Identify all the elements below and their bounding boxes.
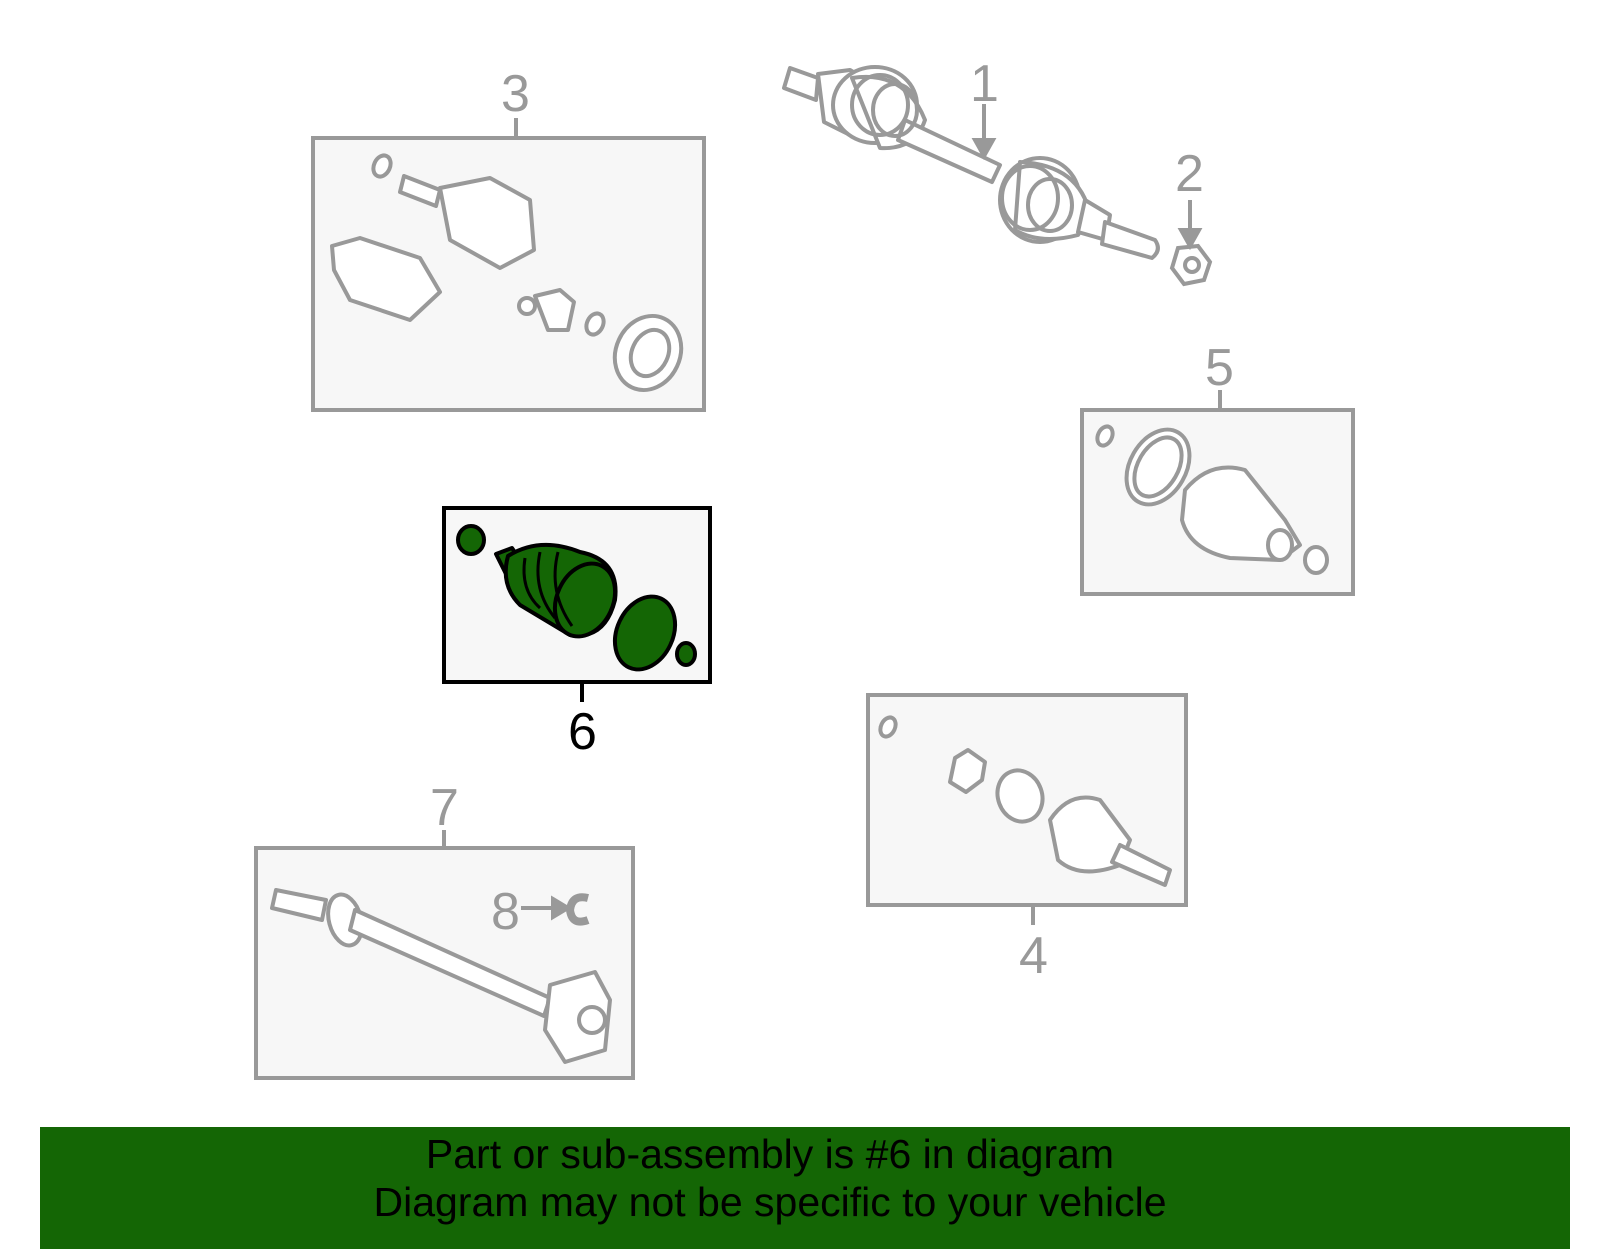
info-banner: Part or sub-assembly is #6 in diagram Di…	[40, 1127, 1570, 1249]
callout-2-leader	[1177, 200, 1203, 251]
part-7-intermediate-shaft[interactable]	[254, 830, 635, 1080]
callout-1[interactable]: 1	[970, 55, 999, 113]
callout-8[interactable]: 8	[491, 883, 520, 941]
callout-6[interactable]: 6	[568, 703, 597, 761]
part-4-outer-joint-kit[interactable]	[866, 693, 1188, 925]
callout-5[interactable]: 5	[1205, 339, 1234, 397]
part-2-axle-nut[interactable]	[1169, 243, 1213, 287]
banner-line-disclaimer: Diagram may not be specific to your vehi…	[373, 1179, 1167, 1225]
part-3-inner-joint-kit[interactable]	[311, 118, 706, 412]
part-6-inner-boot-kit[interactable]	[442, 506, 712, 684]
callout-7[interactable]: 7	[430, 779, 459, 837]
part-5-outer-boot-kit[interactable]	[1080, 390, 1355, 596]
part-8-snap-ring[interactable]	[565, 893, 590, 926]
part-1-axle-shaft[interactable]	[782, 65, 1160, 260]
callout-4[interactable]: 4	[1019, 927, 1048, 985]
callout-2[interactable]: 2	[1175, 145, 1204, 203]
banner-line-part-number: Part or sub-assembly is #6 in diagram	[425, 1131, 1115, 1177]
callout-1-leader	[971, 104, 997, 161]
callout-8-leader	[521, 895, 572, 921]
callout-3[interactable]: 3	[501, 65, 530, 123]
